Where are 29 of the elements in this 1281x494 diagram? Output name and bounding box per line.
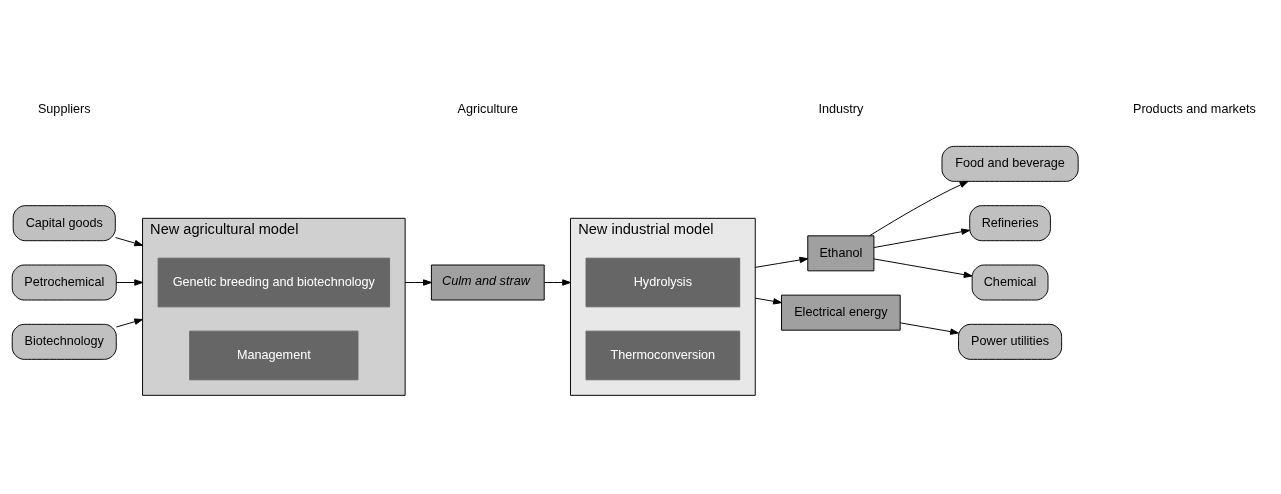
node-box: Chemical: [971, 264, 1049, 300]
label: Products and markets: [1132, 101, 1256, 116]
node-box: Genetic breeding and biotechnology: [157, 257, 391, 307]
node-box: Thermoconversion: [585, 330, 741, 380]
arrow: [404, 278, 432, 286]
node-box: Petrochemical: [11, 264, 117, 300]
arrow: [754, 297, 782, 304]
arrow: [115, 236, 144, 246]
node-box: Power utilities: [958, 323, 1063, 360]
arrow: [754, 256, 809, 268]
arrow: [869, 180, 969, 236]
node-box: Culm and straw: [430, 264, 545, 300]
label: Agriculture: [457, 101, 518, 116]
label: Industry: [818, 101, 864, 116]
arrow: [873, 228, 971, 248]
arrow: [899, 321, 959, 335]
node-box: Biotechnology: [11, 323, 117, 360]
arrow: [544, 278, 571, 286]
node-box: Ethanol: [807, 234, 875, 271]
arrow: [115, 318, 144, 327]
arrow: [115, 278, 144, 286]
node-box: Electrical energy: [781, 294, 901, 331]
node-box: Management: [189, 330, 359, 380]
node-box: Hydrolysis: [585, 257, 741, 307]
label: Suppliers: [37, 101, 91, 116]
node-box: Refineries: [969, 204, 1051, 241]
arrow: [873, 257, 973, 278]
node-box: Food and beverage: [941, 145, 1079, 182]
node-box: Capital goods: [12, 204, 116, 241]
